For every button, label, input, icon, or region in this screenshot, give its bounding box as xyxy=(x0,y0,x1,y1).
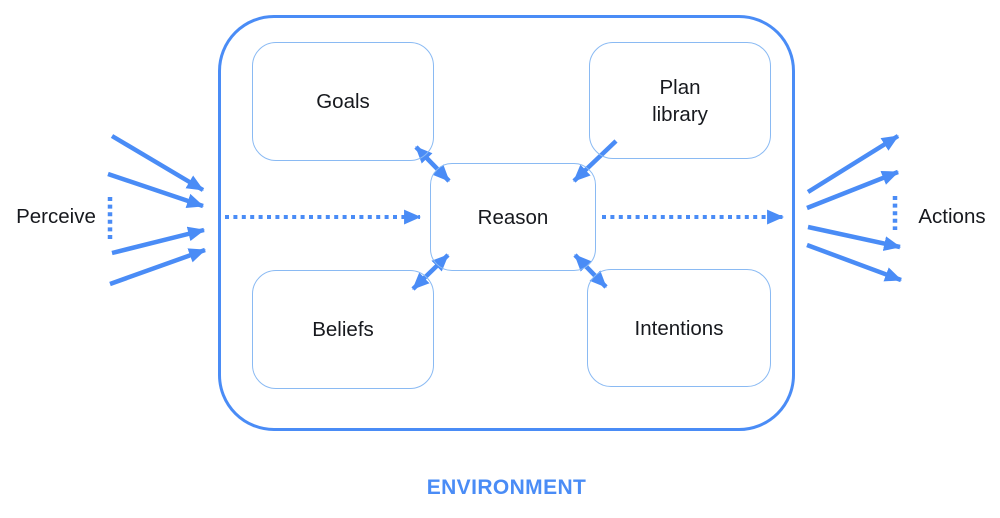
node-goals-label: Goals xyxy=(316,90,370,113)
perceive-label: Perceive xyxy=(16,205,96,228)
node-goals: Goals xyxy=(252,42,434,161)
action-arrow-4 xyxy=(806,242,902,283)
node-plan-library: Plan library xyxy=(589,42,771,159)
action-arrow-2 xyxy=(806,169,899,211)
action-arrow-3 xyxy=(807,224,902,251)
actions-label: Actions xyxy=(918,205,986,228)
node-intentions-label: Intentions xyxy=(634,316,724,340)
perceive-arrow-2 xyxy=(107,171,205,209)
action-arrow-1 xyxy=(806,134,900,194)
node-beliefs-label: Beliefs xyxy=(312,318,374,341)
node-beliefs: Beliefs xyxy=(252,270,434,389)
perceive-arrow-1 xyxy=(110,134,205,192)
perceive-arrow-4 xyxy=(109,247,207,287)
node-reason-label: Reason xyxy=(477,205,549,229)
perceive-arrow-3 xyxy=(111,226,206,256)
environment-label: ENVIRONMENT xyxy=(426,476,587,499)
agent-boundary-box xyxy=(218,15,795,431)
node-reason: Reason xyxy=(430,163,596,271)
node-intentions: Intentions xyxy=(587,269,771,387)
node-plan-library-label-line2: library xyxy=(652,102,708,126)
node-plan-library-label-line1: Plan xyxy=(659,75,701,99)
